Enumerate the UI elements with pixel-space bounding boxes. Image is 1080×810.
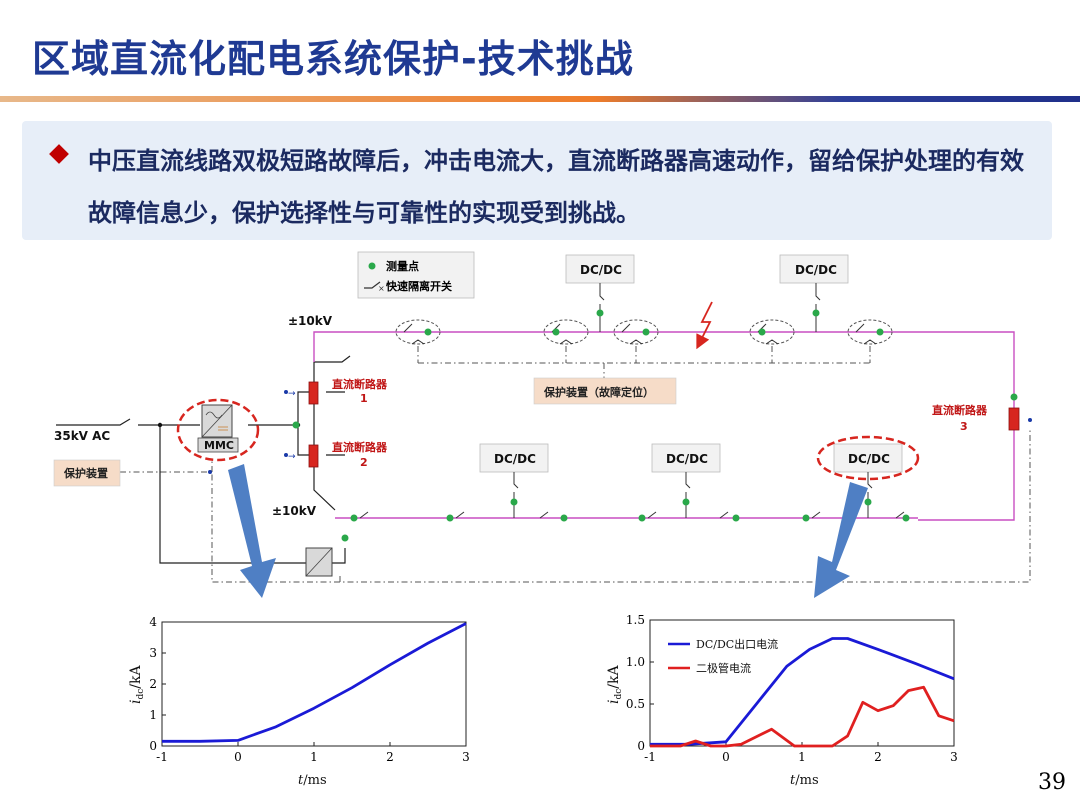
left-ytick-label: 1 (149, 708, 157, 722)
chart-right-legend: DC/DC出口电流 二极管电流 (668, 637, 778, 675)
left-ytick-label: 2 (149, 677, 157, 691)
dc-breaker-3: 直流断路器 3 (932, 393, 1032, 433)
legend-measure-point: 测量点 (386, 259, 419, 273)
right-ytick-label: 1.5 (626, 613, 645, 627)
slide-title: 区域直流化配电系统保护-技术挑战 (32, 37, 634, 81)
mmc-converter: MMC (176, 398, 260, 462)
left-xtick-label: 2 (386, 750, 394, 764)
svg-text:DC/DC: DC/DC (848, 452, 890, 466)
top-bus-measure-points (424, 328, 884, 336)
protection-device: 保护装置 (53, 459, 121, 487)
left-ytick-label: 3 (149, 646, 157, 660)
mmc-highlight-ring (176, 398, 260, 462)
right-xtick-label: 0 (722, 750, 730, 764)
chart-right-series-dcdc (650, 637, 955, 746)
right-ytick-label: 0 (637, 739, 645, 753)
right-xtick-label: 1 (798, 750, 806, 764)
svg-text:直流断路器: 直流断路器 (932, 403, 988, 417)
svg-text:→: → (288, 452, 296, 462)
dc-distribution-diagram: 测量点 × 快速隔离开关 → → 35kV AC 保护装置 (53, 251, 1032, 598)
svg-text:DC/DC: DC/DC (666, 452, 708, 466)
right-ytick-label: 1.0 (626, 655, 645, 669)
protection-device-fault-location: 保护装置（故障定位） (533, 377, 677, 405)
chart-left-frame (161, 621, 467, 747)
left-xtick-label: 1 (310, 750, 318, 764)
bullet-text: 中压直流线路双极短路故障后，冲击电流大，直流断路器高速动作，留给保护处理的有效故… (88, 147, 1024, 227)
right-xtick-label: 3 (950, 750, 958, 764)
svg-text:直流断路器: 直流断路器 (332, 377, 388, 391)
svg-text:DC/DC: DC/DC (580, 263, 622, 277)
diagram-legend: 测量点 × 快速隔离开关 (357, 251, 475, 299)
legend-diode-current: 二极管电流 (696, 661, 751, 675)
legend-fast-switch: 快速隔离开关 (385, 279, 452, 293)
left-xtick-label: 0 (234, 750, 242, 764)
dcdc-highlight-ring (816, 435, 920, 481)
ac-source-label: 35kV AC (54, 429, 110, 443)
legend-dcdc-current: DC/DC出口电流 (696, 637, 778, 651)
bottom-bus-measure-points (341, 514, 910, 542)
dc-breaker-2: 直流断路器 2 (308, 440, 388, 469)
title-divider (0, 96, 1080, 102)
left-ytick-label: 4 (149, 615, 157, 629)
svg-text:3: 3 (960, 420, 968, 433)
page-number: 39 (1038, 770, 1066, 795)
dc-breaker-1: 直流断路器 1 (308, 377, 388, 405)
chart-left-series-idc (162, 622, 467, 743)
svg-text:保护装置: 保护装置 (63, 466, 108, 480)
right-xtick-label: -1 (644, 750, 656, 764)
dcdc-bottom-1: DC/DC (479, 443, 549, 518)
chart-right-frame (649, 619, 955, 747)
svg-text:×: × (378, 284, 385, 293)
chart-right-series-diode (650, 685, 955, 748)
bottom-bus-switches (359, 511, 905, 519)
svg-text:1: 1 (360, 392, 368, 405)
diamond-bullet-icon (49, 144, 69, 164)
dcdc-top-2: DC/DC (779, 254, 849, 332)
protection-signal-lines (120, 346, 1031, 583)
svg-text:直流断路器: 直流断路器 (332, 440, 388, 454)
fault-lightning-icon (696, 301, 713, 350)
blue-arrows (228, 464, 868, 598)
right-xtick-label: 2 (874, 750, 882, 764)
ac-feeder (56, 355, 351, 564)
chart-right-ylabel: idc/kA (606, 665, 624, 704)
chart-left-ylabel: idc/kA (128, 665, 146, 704)
dcdc-bottom-2: DC/DC (651, 443, 721, 518)
svg-text:MMC: MMC (204, 439, 234, 452)
top-bus-label: ±10kV (288, 314, 333, 328)
svg-text:保护装置（故障定位）: 保护装置（故障定位） (543, 385, 654, 399)
chart-right-xlabel: t/ms (790, 773, 819, 788)
left-xtick-label: -1 (156, 750, 168, 764)
bullet-panel: 中压直流线路双极短路故障后，冲击电流大，直流断路器高速动作，留给保护处理的有效故… (22, 121, 1052, 240)
dcdc-top-1: DC/DC (565, 254, 635, 332)
bottom-bus-label: ±10kV (272, 504, 317, 518)
right-ytick-label: 0.5 (626, 697, 645, 711)
svg-text:2: 2 (360, 456, 368, 469)
svg-text:DC/DC: DC/DC (795, 263, 837, 277)
svg-text:→: → (288, 389, 296, 399)
left-ytick-label: 0 (149, 739, 157, 753)
top-bus (313, 331, 1015, 410)
left-xtick-label: 3 (462, 750, 470, 764)
fast-switch-icon (364, 281, 381, 289)
chart-left-xlabel: t/ms (298, 773, 327, 788)
dcdc-bottom-3: DC/DC (816, 435, 920, 518)
measure-point-icon (368, 262, 376, 270)
svg-text:DC/DC: DC/DC (494, 452, 536, 466)
